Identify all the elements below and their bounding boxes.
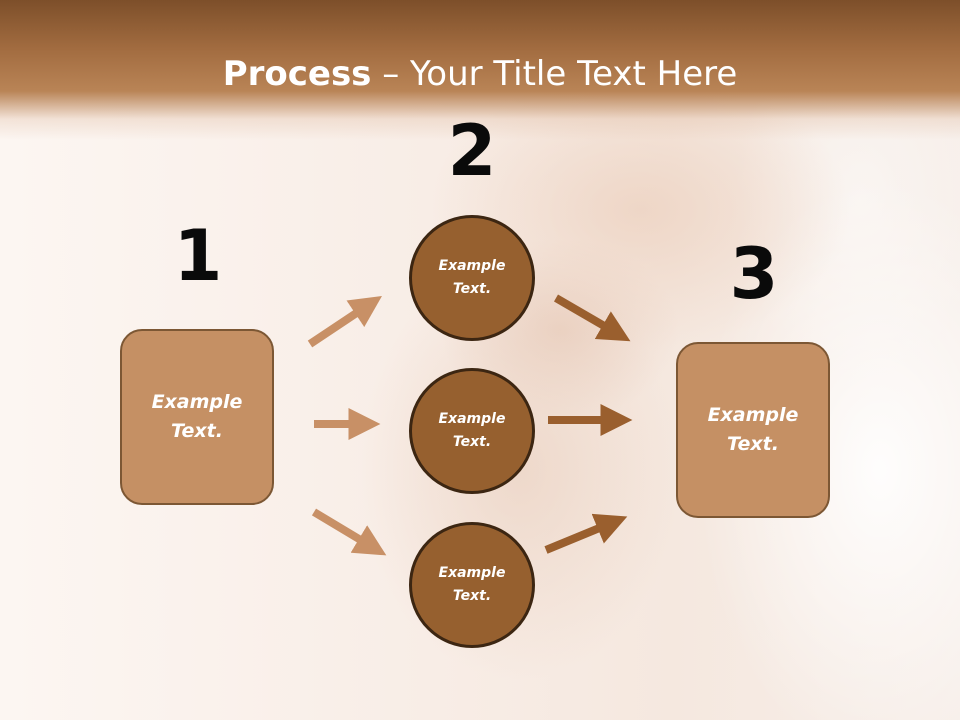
arrow-2-bottom-to-3 <box>544 513 628 554</box>
step-2-circle-text: Example Text. <box>438 258 506 297</box>
step-2-circle-top: Example Text. <box>409 215 535 341</box>
step-number-2: 2 <box>447 110 497 192</box>
step-3-box: Example Text. <box>676 342 830 518</box>
title-rest: – Your Title Text Here <box>371 54 738 94</box>
step-1-text: Example Text. <box>151 391 243 442</box>
step-number-3: 3 <box>729 233 779 315</box>
step-2-circle-bottom: Example Text. <box>409 522 535 648</box>
step-3-text: Example Text. <box>707 404 799 455</box>
title-bar <box>0 0 960 140</box>
step-2-circle-text: Example Text. <box>438 411 506 450</box>
step-1-box: Example Text. <box>120 329 274 505</box>
arrow-2-top-to-3 <box>553 294 631 342</box>
step-2-circle-text: Example Text. <box>438 565 506 604</box>
title-bold: Process <box>222 54 372 94</box>
arrow-1-to-2-top <box>307 296 382 348</box>
step-2-circle-middle: Example Text. <box>409 368 535 494</box>
step-number-1: 1 <box>173 215 223 297</box>
arrow-1-to-2-bottom <box>311 508 387 556</box>
slide-title: Process – Your Title Text Here <box>0 52 960 96</box>
